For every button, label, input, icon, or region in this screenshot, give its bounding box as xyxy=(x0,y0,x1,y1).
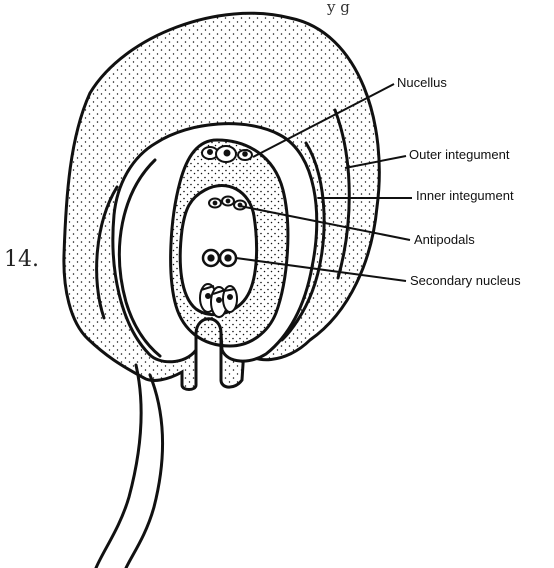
funiculus xyxy=(96,365,163,568)
inner-integument-label: Inner integument xyxy=(416,189,514,202)
nucellus-label: Nucellus xyxy=(397,76,447,89)
outer-integument-label: Outer integument xyxy=(409,148,509,161)
question-number: 14. xyxy=(4,249,39,271)
antipodals-label: Antipodals xyxy=(414,233,475,246)
egg-cell-cluster xyxy=(200,284,237,317)
top-fragment: y g xyxy=(327,0,350,15)
secondary-nucleus-label: Secondary nucleus xyxy=(410,274,521,287)
